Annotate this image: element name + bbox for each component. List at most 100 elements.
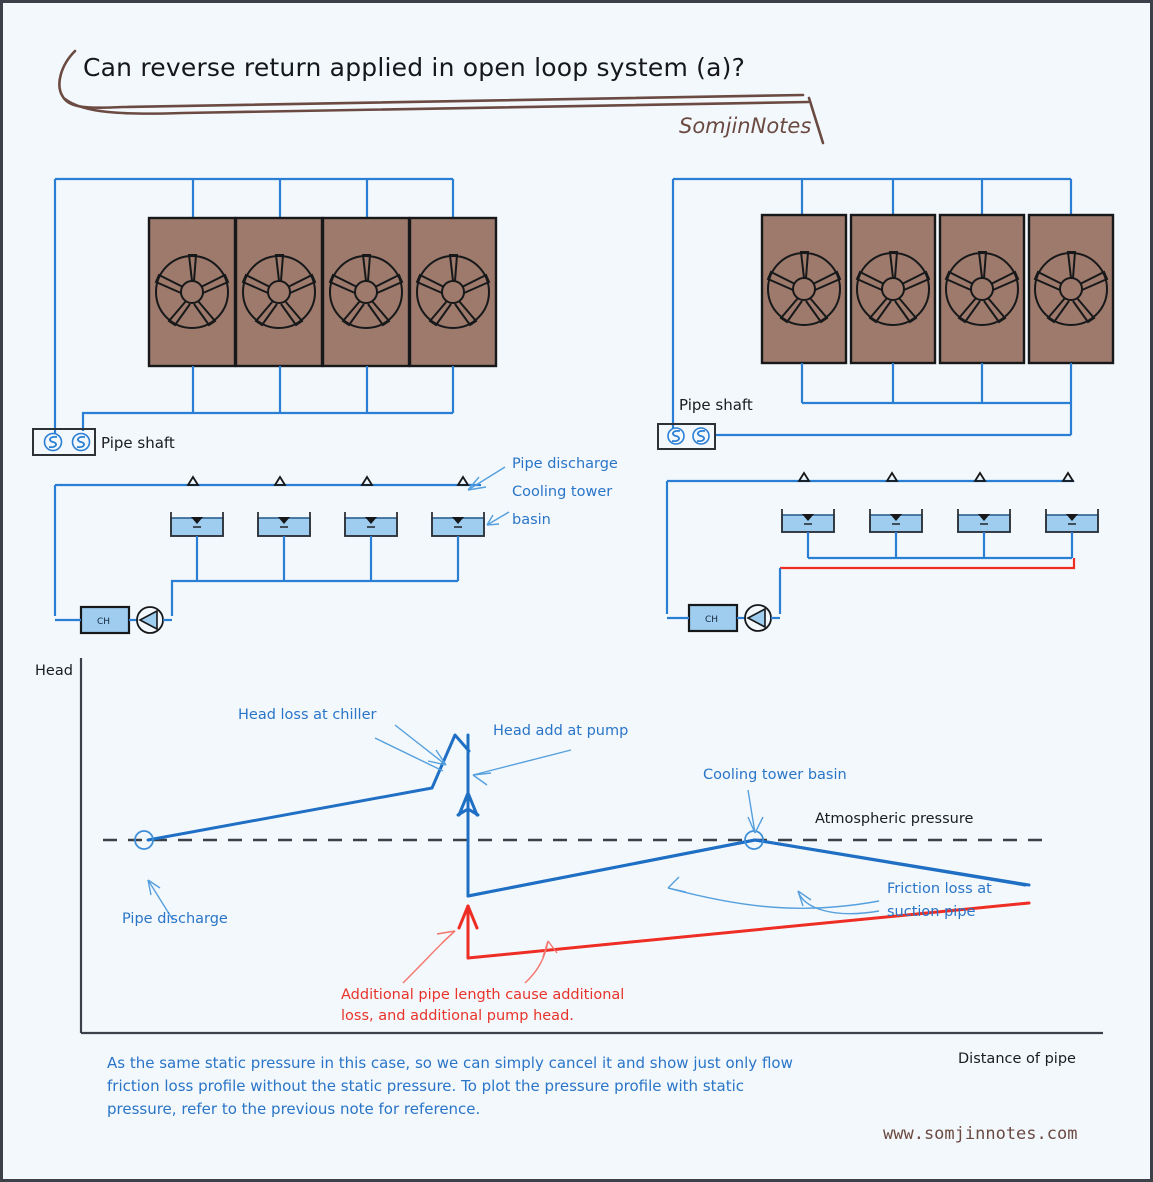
right-schematic: Pipe shaft xyxy=(657,177,1115,633)
chart-y-axis-label: Head xyxy=(35,663,73,679)
cooling-tower-basin xyxy=(869,509,923,533)
fan-icon xyxy=(855,251,931,326)
riser-symbol-icon xyxy=(667,427,685,445)
riser-symbol-icon xyxy=(43,432,63,452)
annotation-head-add-at-pump: Head add at pump xyxy=(493,723,628,739)
signature: SomjinNotes xyxy=(679,114,811,138)
friction-loss-leader-1 xyxy=(667,887,880,909)
chiller-box xyxy=(687,603,739,633)
fan-icon xyxy=(1033,251,1109,326)
chiller-label: CH xyxy=(705,615,718,625)
pipe-shaft-box xyxy=(657,423,716,450)
fan-icon xyxy=(766,251,842,326)
footer-note-line3: pressure, refer to the previous note for… xyxy=(107,1100,480,1118)
left-label-cooling-tower: Cooling tower xyxy=(512,484,612,500)
title-underline-swoosh xyxy=(58,49,805,109)
additional-loss-leader-2 xyxy=(524,940,549,984)
annotation-cooling-tower-basin: Cooling tower basin xyxy=(703,767,847,783)
cooling-tower-unit xyxy=(408,216,498,368)
pipe-shaft-box xyxy=(32,428,96,456)
chart-x-axis-label: Distance of pipe xyxy=(958,1051,1076,1067)
cooling-tower-basin xyxy=(781,509,835,533)
cooling-tower-basin xyxy=(431,512,485,537)
annotation-head-loss-at-chiller: Head loss at chiller xyxy=(238,707,376,723)
pump-icon xyxy=(744,604,772,632)
cooling-tower-unit xyxy=(760,213,848,365)
cooling-tower-unit xyxy=(234,216,324,368)
fan-icon xyxy=(154,254,230,329)
discharge-nozzle-icon xyxy=(456,475,470,486)
cooling-tower-basin xyxy=(170,512,224,537)
title-underline-swoosh-2 xyxy=(63,97,810,115)
riser-symbol-icon xyxy=(692,427,710,445)
annotation-additional-loss-2: loss, and additional pump head. xyxy=(341,1008,574,1024)
cooling-tower-basin xyxy=(1045,509,1099,533)
discharge-nozzle-icon xyxy=(973,471,987,482)
fan-icon xyxy=(415,254,491,329)
discharge-nozzle-icon xyxy=(273,475,287,486)
website-url: www.somjinnotes.com xyxy=(883,1124,1077,1144)
head-loss-leader xyxy=(394,724,447,766)
suction-upper-segment xyxy=(466,838,757,898)
basin-leader xyxy=(486,511,510,526)
additional-reverse-return-pipe xyxy=(780,558,1076,570)
additional-loss-arrowhead-1 xyxy=(436,930,456,944)
suction-pipe-profile-right xyxy=(753,838,1027,887)
left-schematic: Pipe shaft xyxy=(32,177,618,635)
pump-head-arrow-wings xyxy=(457,791,479,817)
pen-tip-icon xyxy=(807,96,825,145)
basin-annotation-leader xyxy=(747,789,756,834)
left-return-header xyxy=(81,411,453,431)
basin-annotation-arrowhead xyxy=(747,816,764,834)
annotation-friction-loss-2: suction pipe xyxy=(887,904,976,920)
cooling-tower-unit xyxy=(147,216,237,368)
cooling-tower-unit xyxy=(321,216,411,368)
additional-pump-head-arrowhead xyxy=(457,904,479,930)
cooling-tower-unit xyxy=(938,213,1026,365)
friction-loss-arrowhead-2 xyxy=(797,890,812,907)
head-loss-leader-2 xyxy=(374,737,444,772)
cooling-tower-basin xyxy=(344,512,398,537)
cooling-tower-unit xyxy=(1027,213,1115,365)
atmospheric-pressure-label: Atmospheric pressure xyxy=(815,811,973,827)
diagram-canvas: Can reverse return applied in open loop … xyxy=(32,49,1115,1144)
discharge-nozzle-icon xyxy=(186,475,200,486)
pump-head-add-arrowhead xyxy=(456,807,480,817)
friction-loss-leader-2 xyxy=(797,890,880,915)
footer-note-line2: friction loss profile without the static… xyxy=(107,1077,744,1095)
discharge-nozzle-icon xyxy=(360,475,374,486)
left-pipe-shaft-label: Pipe shaft xyxy=(101,434,175,452)
cooling-tower-basin xyxy=(257,512,311,537)
pipe-discharge-leader xyxy=(467,466,506,491)
footer-note-line1: As the same static pressure in this case… xyxy=(107,1054,793,1072)
discharge-nozzle-icon xyxy=(797,471,811,482)
head-add-arrowhead xyxy=(472,772,492,786)
chiller-label: CH xyxy=(97,617,110,627)
head-loss-arrowhead xyxy=(427,749,447,766)
annotation-friction-loss-1: Friction loss at xyxy=(887,881,992,897)
left-label-pipe-discharge: Pipe discharge xyxy=(512,456,618,472)
pressure-profile-chart: Head Distance of pipe Atmospheric pressu… xyxy=(35,658,1103,1067)
annotation-additional-loss-1: Additional pipe length cause additional xyxy=(341,987,624,1003)
pipe-discharge-arrowhead xyxy=(467,476,487,491)
left-suction-main xyxy=(170,579,458,616)
additional-loss-arrowhead-2 xyxy=(542,940,558,958)
fan-icon xyxy=(944,251,1020,326)
pipe-discharge-marker xyxy=(134,830,154,850)
basin-arrowhead xyxy=(486,514,500,526)
additional-loss-profile xyxy=(466,901,1031,960)
right-pipe-shaft-label: Pipe shaft xyxy=(679,396,753,414)
left-label-basin: basin xyxy=(512,512,551,528)
fan-icon xyxy=(241,254,317,329)
discharge-to-chiller-profile xyxy=(146,733,471,842)
pipe-discharge-annotation-leader xyxy=(147,879,174,921)
annotation-pipe-discharge: Pipe discharge xyxy=(122,911,228,927)
fan-icon xyxy=(328,254,404,329)
cooling-tower-unit xyxy=(849,213,937,365)
friction-loss-arrowhead-1 xyxy=(667,876,687,893)
discharge-nozzle-icon xyxy=(885,471,899,482)
head-add-leader xyxy=(472,749,572,776)
pipe-discharge-annotation-arrowhead xyxy=(147,879,161,896)
discharge-nozzle-icon xyxy=(1061,471,1075,482)
